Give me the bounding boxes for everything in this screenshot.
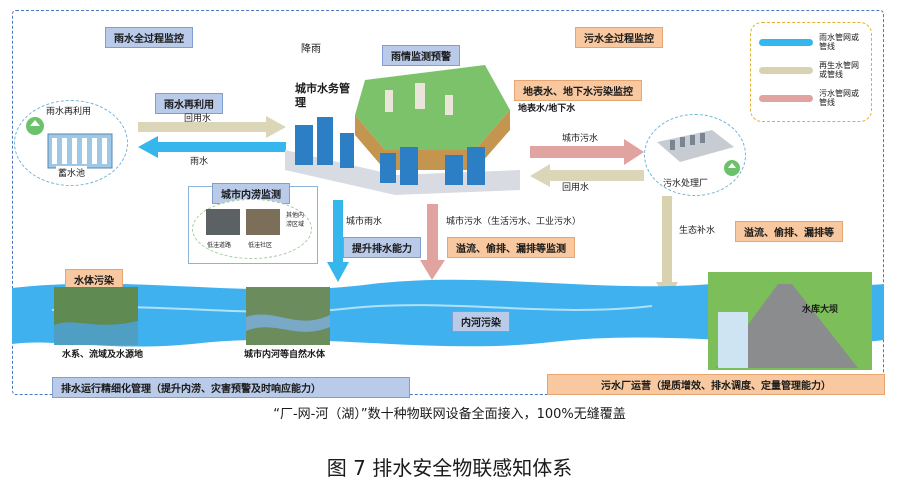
inland-pollution-label: 内河污染 [452, 311, 510, 332]
reclaimed-water-arrow [138, 116, 286, 138]
overflow-mid-label: 溢流、偷排、漏排等监测 [447, 237, 575, 258]
city-sewage-arrow [420, 204, 445, 280]
city-illustration [285, 65, 520, 195]
rain-water-arrow [138, 136, 286, 158]
figure-caption: 图 7 排水安全物联感知体系 [326, 456, 573, 480]
right-arrows [530, 139, 644, 187]
dam-label: 水库大坝 [802, 305, 839, 315]
watershed-photo [54, 287, 138, 345]
diagram-frame [12, 10, 884, 395]
tank-label: 蓄水池 [56, 166, 88, 179]
reuse-water-label-left: 回用水 [184, 114, 212, 124]
legend-item-rain: 雨水管网或管线 [759, 33, 861, 51]
sewage-monitor-title: 污水全过程监控 [575, 27, 663, 48]
city-sewage-label: 城市污水 [562, 134, 599, 144]
flood-img-label-3: 其他内涝区域 [286, 212, 305, 228]
legend-swatch-sewage [759, 94, 813, 102]
legend-swatch-reclaimed [759, 66, 813, 74]
coverage-note: “厂-网-河（湖）”数十种物联网设备全面接入，100%无缝覆盖 [273, 407, 626, 422]
flood-photos [206, 209, 280, 235]
reclaimed-return-arrow [530, 164, 644, 187]
city-sewage-types-label: 城市污水（生活污水、工业污水） [446, 217, 582, 227]
urban-river-label: 城市内河等自然水体 [244, 350, 326, 360]
legend: 雨水管网或管线 再生水管网或管线 污水管网或管线 [750, 22, 872, 122]
flood-img-label-2: 低洼社区 [248, 242, 273, 249]
legend-item-reclaimed: 再生水管网或管线 [759, 61, 861, 79]
urban-river-photo [246, 287, 330, 345]
city-rain-arrow [327, 200, 349, 282]
recycle-icon-right [724, 160, 740, 176]
rain-reuse-circle-title: 雨水再利用 [46, 107, 92, 117]
eco-water-label: 生态补水 [679, 226, 716, 236]
surface-ground-monitor-title: 地表水、地下水污染监控 [514, 80, 642, 101]
rain-reuse-title: 雨水再利用 [155, 93, 223, 114]
water-tank-illustration [26, 117, 113, 169]
improve-drain-label: 提升排水能力 [343, 237, 421, 258]
eco-water-arrow [656, 196, 678, 300]
reuse-water-label-right: 回用水 [562, 183, 590, 193]
legend-swatch-rain [759, 38, 813, 46]
dam-illustration [708, 272, 872, 370]
sewage-plant-illustration [657, 130, 740, 176]
legend-label-rain: 雨水管网或管线 [819, 33, 859, 51]
surface-ground-label: 地表水/地下水 [518, 104, 576, 114]
rain-water-label: 雨水 [190, 157, 209, 167]
drainage-management-bar: 排水运行精细化管理（提升内涝、灾害预警及时响应能力） [52, 377, 410, 398]
left-arrows [138, 116, 286, 158]
sewage-plant-label: 污水处理厂 [663, 179, 709, 189]
legend-label-sewage: 污水管网或管线 [819, 89, 859, 107]
recycle-icon [26, 117, 44, 135]
city-water-title: 城市水务管理 [295, 82, 350, 109]
flood-img-label-1: 低洼道路 [207, 242, 232, 249]
river-band [12, 279, 884, 347]
legend-item-sewage: 污水管网或管线 [759, 89, 861, 107]
overflow-right-label: 溢流、偷排、漏排等 [735, 221, 843, 242]
rain-monitor-title: 雨水全过程监控 [105, 27, 193, 48]
watershed-label: 水系、流域及水源地 [62, 350, 144, 360]
sewage-arrow [530, 139, 644, 165]
rain-alert-title: 雨情监测预警 [382, 45, 460, 66]
legend-label-reclaimed: 再生水管网或管线 [819, 61, 859, 79]
rainfall-label: 降雨 [301, 44, 321, 55]
city-rain-label: 城市雨水 [346, 217, 383, 227]
sewage-plant-operation-bar: 污水厂运营（提质增效、排水调度、定量管理能力） [547, 374, 885, 395]
